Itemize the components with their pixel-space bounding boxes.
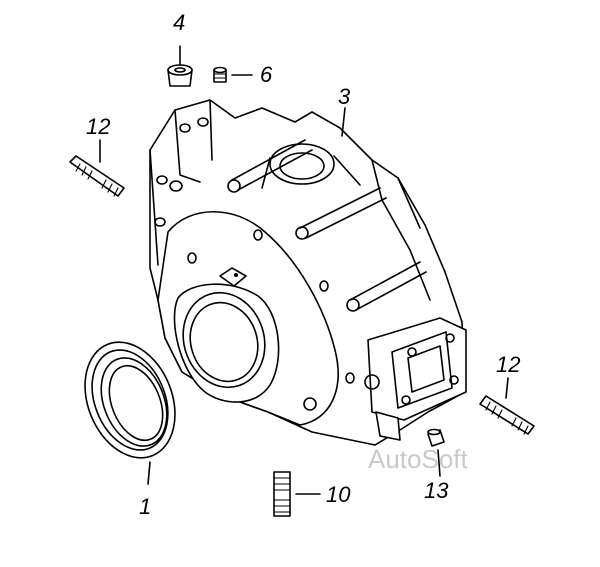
callout-6: 6 <box>260 62 273 87</box>
callout-4: 4 <box>173 10 186 35</box>
callout-10: 10 <box>326 482 351 507</box>
stud-bottom <box>273 471 321 517</box>
fitting-part-6 <box>213 66 253 83</box>
clutch-housing <box>149 99 467 446</box>
plug-part-4 <box>167 45 193 87</box>
stud-right <box>479 377 535 435</box>
watermark-text: AutoSoft <box>368 444 468 474</box>
plug-part-13 <box>427 428 445 477</box>
callout-1: 1 <box>139 494 152 519</box>
stud-left <box>69 139 125 197</box>
callout-3: 3 <box>338 84 351 109</box>
callout-12-left: 12 <box>86 114 111 139</box>
leader-1 <box>147 461 151 485</box>
callout-12-right: 12 <box>496 352 521 377</box>
leader-3 <box>341 107 346 137</box>
seal-ring <box>84 341 176 459</box>
callout-13: 13 <box>424 478 449 503</box>
